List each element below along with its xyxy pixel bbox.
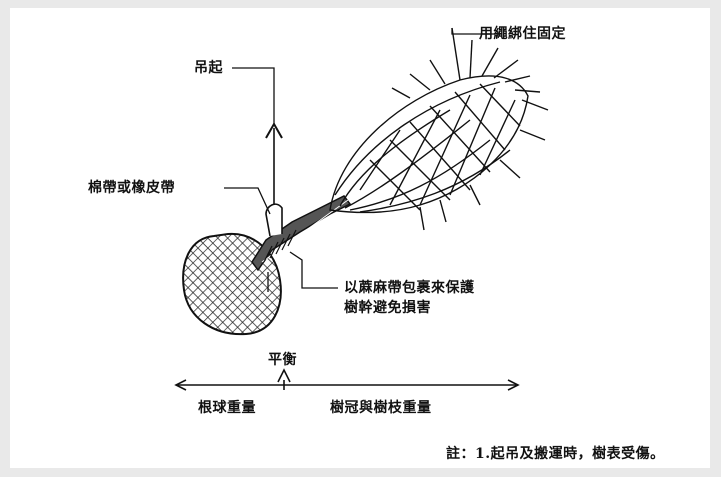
balance-pivot — [277, 368, 291, 383]
burlap-label-line1: 以蔴麻帶包裹來保護 — [344, 280, 475, 296]
crown-weight-label: 樹冠與樹枝重量 — [330, 400, 432, 416]
burlap-label-line2: 樹幹避免損害 — [344, 300, 431, 316]
rope-fix-label: 用繩綁住固定 — [479, 26, 566, 42]
tree-crown — [329, 27, 549, 231]
strap-label: 棉帶或橡皮帶 — [88, 180, 175, 196]
root-weight-label: 根球重量 — [198, 400, 256, 416]
weight-arrows — [174, 379, 520, 391]
lift-label: 吊起 — [194, 60, 223, 76]
trunk — [251, 195, 352, 272]
leader-lines — [224, 28, 502, 292]
burlap-wrap — [263, 229, 297, 263]
footnote: 註：1.起吊及搬運時，樹表受傷。 — [446, 446, 665, 462]
balance-label: 平衡 — [268, 352, 297, 368]
lifting-strap — [265, 203, 283, 237]
diagram-panel — [10, 8, 710, 468]
